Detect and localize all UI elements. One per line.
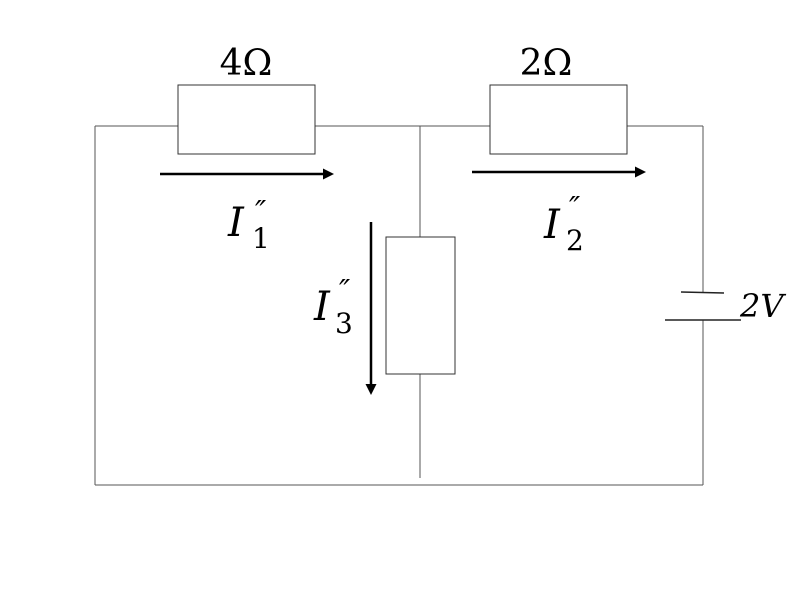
source-voltage-label: 2V: [739, 287, 786, 325]
current-symbol: I: [543, 202, 561, 248]
current-prime: ″: [569, 191, 581, 226]
current-subscript: 3: [335, 307, 353, 340]
battery-source: [665, 291, 741, 321]
resistor-4ohm: [177, 84, 316, 155]
current-prime: ″: [339, 274, 351, 309]
resistor-2ohm: [489, 84, 628, 155]
current-symbol: I: [227, 200, 245, 246]
resistor-2ohm-label: 2Ω: [520, 43, 573, 84]
current-symbol: I: [313, 284, 331, 330]
current-label-i2: I ″ 2: [543, 191, 584, 257]
current-prime: ″: [255, 195, 267, 230]
current-arrow-i2: [472, 166, 646, 178]
current-label-i1: I ″ 1: [227, 195, 270, 255]
current-label-i3: I ″ 3: [313, 274, 353, 340]
current-arrow-i3: [365, 222, 377, 395]
current-subscript: 2: [566, 224, 584, 257]
current-arrow-i1: [160, 168, 334, 180]
current-subscript: 1: [252, 222, 270, 255]
resistor-4ohm-label: 4Ω: [220, 43, 273, 84]
resistor-middle: [385, 236, 456, 375]
circuit-wires: [94, 125, 704, 486]
